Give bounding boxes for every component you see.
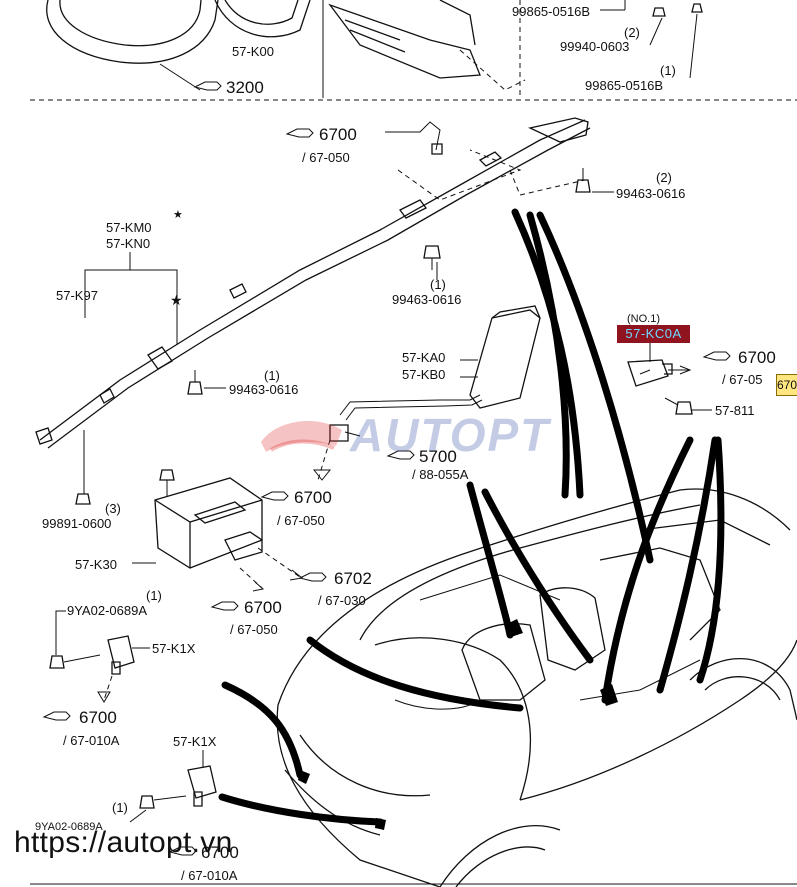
label-57-KA0: 57-KA0 <box>402 350 445 365</box>
ref-hand-icon-6700-f <box>168 846 197 856</box>
label-99865-0516B-b: 99865-0516B <box>585 78 663 93</box>
bolt-icon-a <box>575 168 591 193</box>
curtain-connector-illustration <box>385 121 443 155</box>
label-99940-0603: 99940-0603 <box>560 39 629 54</box>
label-qty-2-bolt: (2) <box>656 170 672 185</box>
label-99865-0516B-a: 99865-0516B <box>512 4 590 19</box>
label-57-KM0: 57-KM0 <box>106 220 152 235</box>
label-67-05: / 67-05 <box>722 372 762 387</box>
nut-icon <box>75 493 91 505</box>
label-qty-1-top: (1) <box>660 63 676 78</box>
ref-hand-icon-6700-b <box>260 491 289 501</box>
airbag-control-module-illustration <box>154 469 263 569</box>
ref-hand-icon-5700 <box>386 450 415 460</box>
clip-icon-b <box>691 3 703 13</box>
label-99463-0616-b: 99463-0616 <box>392 292 461 307</box>
label-6700-d: 6700 <box>244 598 282 617</box>
label-9YA02-0689A-a: 9YA02-0689A <box>67 603 147 618</box>
highlight-57-KC0A[interactable]: 57-KC0A <box>617 325 690 343</box>
bolt-icon-sensor <box>664 397 693 415</box>
label-6700-c: 6700 <box>738 348 776 367</box>
logo-car-icon <box>261 420 342 452</box>
label-6700-f: 6700 <box>201 843 239 862</box>
label-57-811: 57-811 <box>715 403 755 418</box>
label-67-050-a: / 67-050 <box>302 150 350 165</box>
label-6700-a: 6700 <box>319 125 357 144</box>
label-67-010A-b: / 67-010A <box>181 868 238 883</box>
ref-hand-icon-6700-c <box>702 351 731 361</box>
label-67-010A-a: / 67-010A <box>63 733 120 748</box>
label-57-KB0: 57-KB0 <box>402 367 445 382</box>
dash-panel-illustration <box>328 0 526 98</box>
leader-lines-thick <box>218 208 725 826</box>
front-sensor-b-illustration <box>187 765 217 807</box>
label-3200: 3200 <box>226 78 264 97</box>
label-57-K97: 57-K97 <box>56 288 98 303</box>
ref-hand-icon-6700-d <box>210 601 239 611</box>
ref-hand-icon-3200 <box>193 81 222 91</box>
label-67-050-b: / 67-050 <box>277 513 325 528</box>
label-qty-1-front-a: (1) <box>146 588 162 603</box>
label-67-030: / 67-030 <box>318 593 366 608</box>
label-57-KN0: 57-KN0 <box>106 236 150 251</box>
ref-hand-icon-6700-a <box>285 128 314 138</box>
curtain-airbag-illustration <box>35 117 591 449</box>
side-sensor-illustration <box>627 359 673 387</box>
label-qty-1-bolt-c: (1) <box>264 368 280 383</box>
label-88-055A: / 88-055A <box>412 467 469 482</box>
label-57-K1X-a: 57-K1X <box>152 641 196 656</box>
bolt-icon-front-b <box>139 795 187 809</box>
front-sensor-a-illustration <box>107 635 135 675</box>
callout-tag-670[interactable]: 670 <box>776 374 797 396</box>
label-99463-0616-a: 99463-0616 <box>616 186 685 201</box>
ref-hand-icon-6702 <box>298 572 327 582</box>
label-6700-b: 6700 <box>294 488 332 507</box>
star-mark-icon: ★ <box>170 292 183 308</box>
autopt-logo: AUTOPT <box>350 409 551 461</box>
label-qty-1-bolt-b: (1) <box>430 277 446 292</box>
label-57-K30: 57-K30 <box>75 557 117 572</box>
sensor-markers <box>298 619 618 830</box>
steering-wheel-illustration <box>46 0 311 91</box>
label-9YA02-0689A-b: 9YA02-0689A <box>35 821 103 833</box>
label-5700: 5700 <box>419 447 457 466</box>
label-NO1: (NO.1) <box>627 313 660 325</box>
clip-icon-a <box>652 7 666 17</box>
bolt-icon-c <box>187 370 203 395</box>
ref-hand-icon-6700-e <box>42 711 71 721</box>
bolt-icon-b <box>423 245 441 270</box>
label-qty-2-top: (2) <box>624 25 640 40</box>
label-99463-0616-c: 99463-0616 <box>229 382 298 397</box>
label-99891-0600: 99891-0600 <box>42 516 111 531</box>
seat-airbag-illustration <box>329 305 541 442</box>
label-57-K1X-b: 57-K1X <box>173 734 217 749</box>
label-6702: 6702 <box>334 569 372 588</box>
label-qty-1-front-b: (1) <box>112 800 128 815</box>
label-57-K00: 57-K00 <box>232 44 274 59</box>
label-67-050-d: / 67-050 <box>230 622 278 637</box>
label-6700-e: 6700 <box>79 708 117 727</box>
bolt-icon-front-a <box>49 654 101 669</box>
site-watermark: https://autopt.vn <box>14 826 233 859</box>
star-mark-icon-2: ★ <box>173 209 183 221</box>
label-qty-3-nut: (3) <box>105 501 121 516</box>
